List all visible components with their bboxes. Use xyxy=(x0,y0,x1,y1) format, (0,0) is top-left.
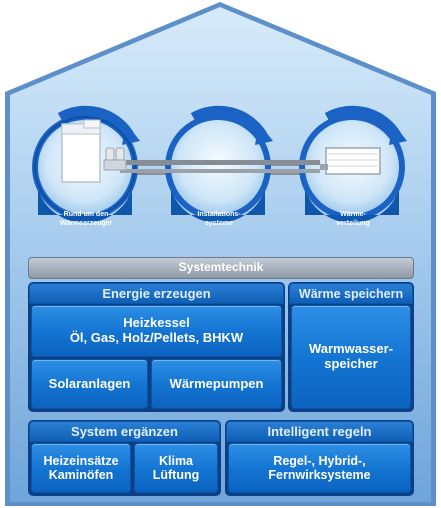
heizeinsaetze-tile: Heizeinsätze Kaminöfen xyxy=(31,443,131,493)
storage-header: Wärme speichern xyxy=(289,283,413,304)
systemtechnik-label: Systemtechnik xyxy=(178,260,264,274)
loop-caption-2: Installations- systeme xyxy=(173,210,265,228)
solar-tile: Solaranlagen xyxy=(31,359,148,409)
heatpump-tile: Wärmepumpen xyxy=(151,359,282,409)
warmwasser-line1: Warmwasser- xyxy=(308,341,394,357)
warmwasser-tile: Warmwasser- speicher xyxy=(291,305,411,409)
heizeinsaetze-line2: Kaminöfen xyxy=(48,468,114,482)
klima-line1: Klima xyxy=(158,453,194,468)
heizeinsaetze-line1: Heizeinsätze xyxy=(43,453,119,468)
regel-tile: Regel-, Hybrid-, Fernwirksysteme xyxy=(228,443,411,493)
energy-header: Energie erzeugen xyxy=(29,283,284,304)
klima-tile: Klima Lüftung xyxy=(134,443,218,493)
heizkessel-title: Heizkessel xyxy=(123,315,190,331)
warmwasser-line2: speicher xyxy=(324,356,378,371)
loop-caption-3-line2: verteilung xyxy=(336,220,370,227)
solar-label: Solaranlagen xyxy=(48,375,131,391)
loop-circle-2 xyxy=(165,105,273,223)
extend-header: System ergänzen xyxy=(29,421,220,442)
heatpump-label: Wärmepumpen xyxy=(169,375,264,391)
heizkessel-tile: Heizkessel Öl, Gas, Holz/Pellets, BHKW xyxy=(31,305,282,357)
systemtechnik-banner: Systemtechnik xyxy=(28,257,414,279)
loop-caption-1-line1: Rund um den xyxy=(63,211,109,218)
regel-line1: Regel-, Hybrid-, xyxy=(273,453,366,468)
loop-caption-2-line1: Installations- xyxy=(197,211,241,218)
loop-caption-1: Rund um den Wärmeerzeuger xyxy=(40,210,132,228)
loop-caption-3: Wärme- verteilung xyxy=(307,210,399,228)
boiler-icon xyxy=(61,119,127,183)
heizkessel-fuels: Öl, Gas, Holz/Pellets, BHKW xyxy=(69,330,244,345)
regel-line2: Fernwirksysteme xyxy=(268,468,371,482)
loop-caption-2-line2: systeme xyxy=(204,220,234,227)
radiator-icon xyxy=(320,147,381,175)
control-header: Intelligent regeln xyxy=(226,421,413,442)
pipe-icon xyxy=(120,160,320,173)
klima-line2: Lüftung xyxy=(152,468,200,482)
loop-caption-3-line1: Wärme- xyxy=(340,211,366,218)
loop-caption-1-line2: Wärmeerzeuger xyxy=(59,220,113,227)
